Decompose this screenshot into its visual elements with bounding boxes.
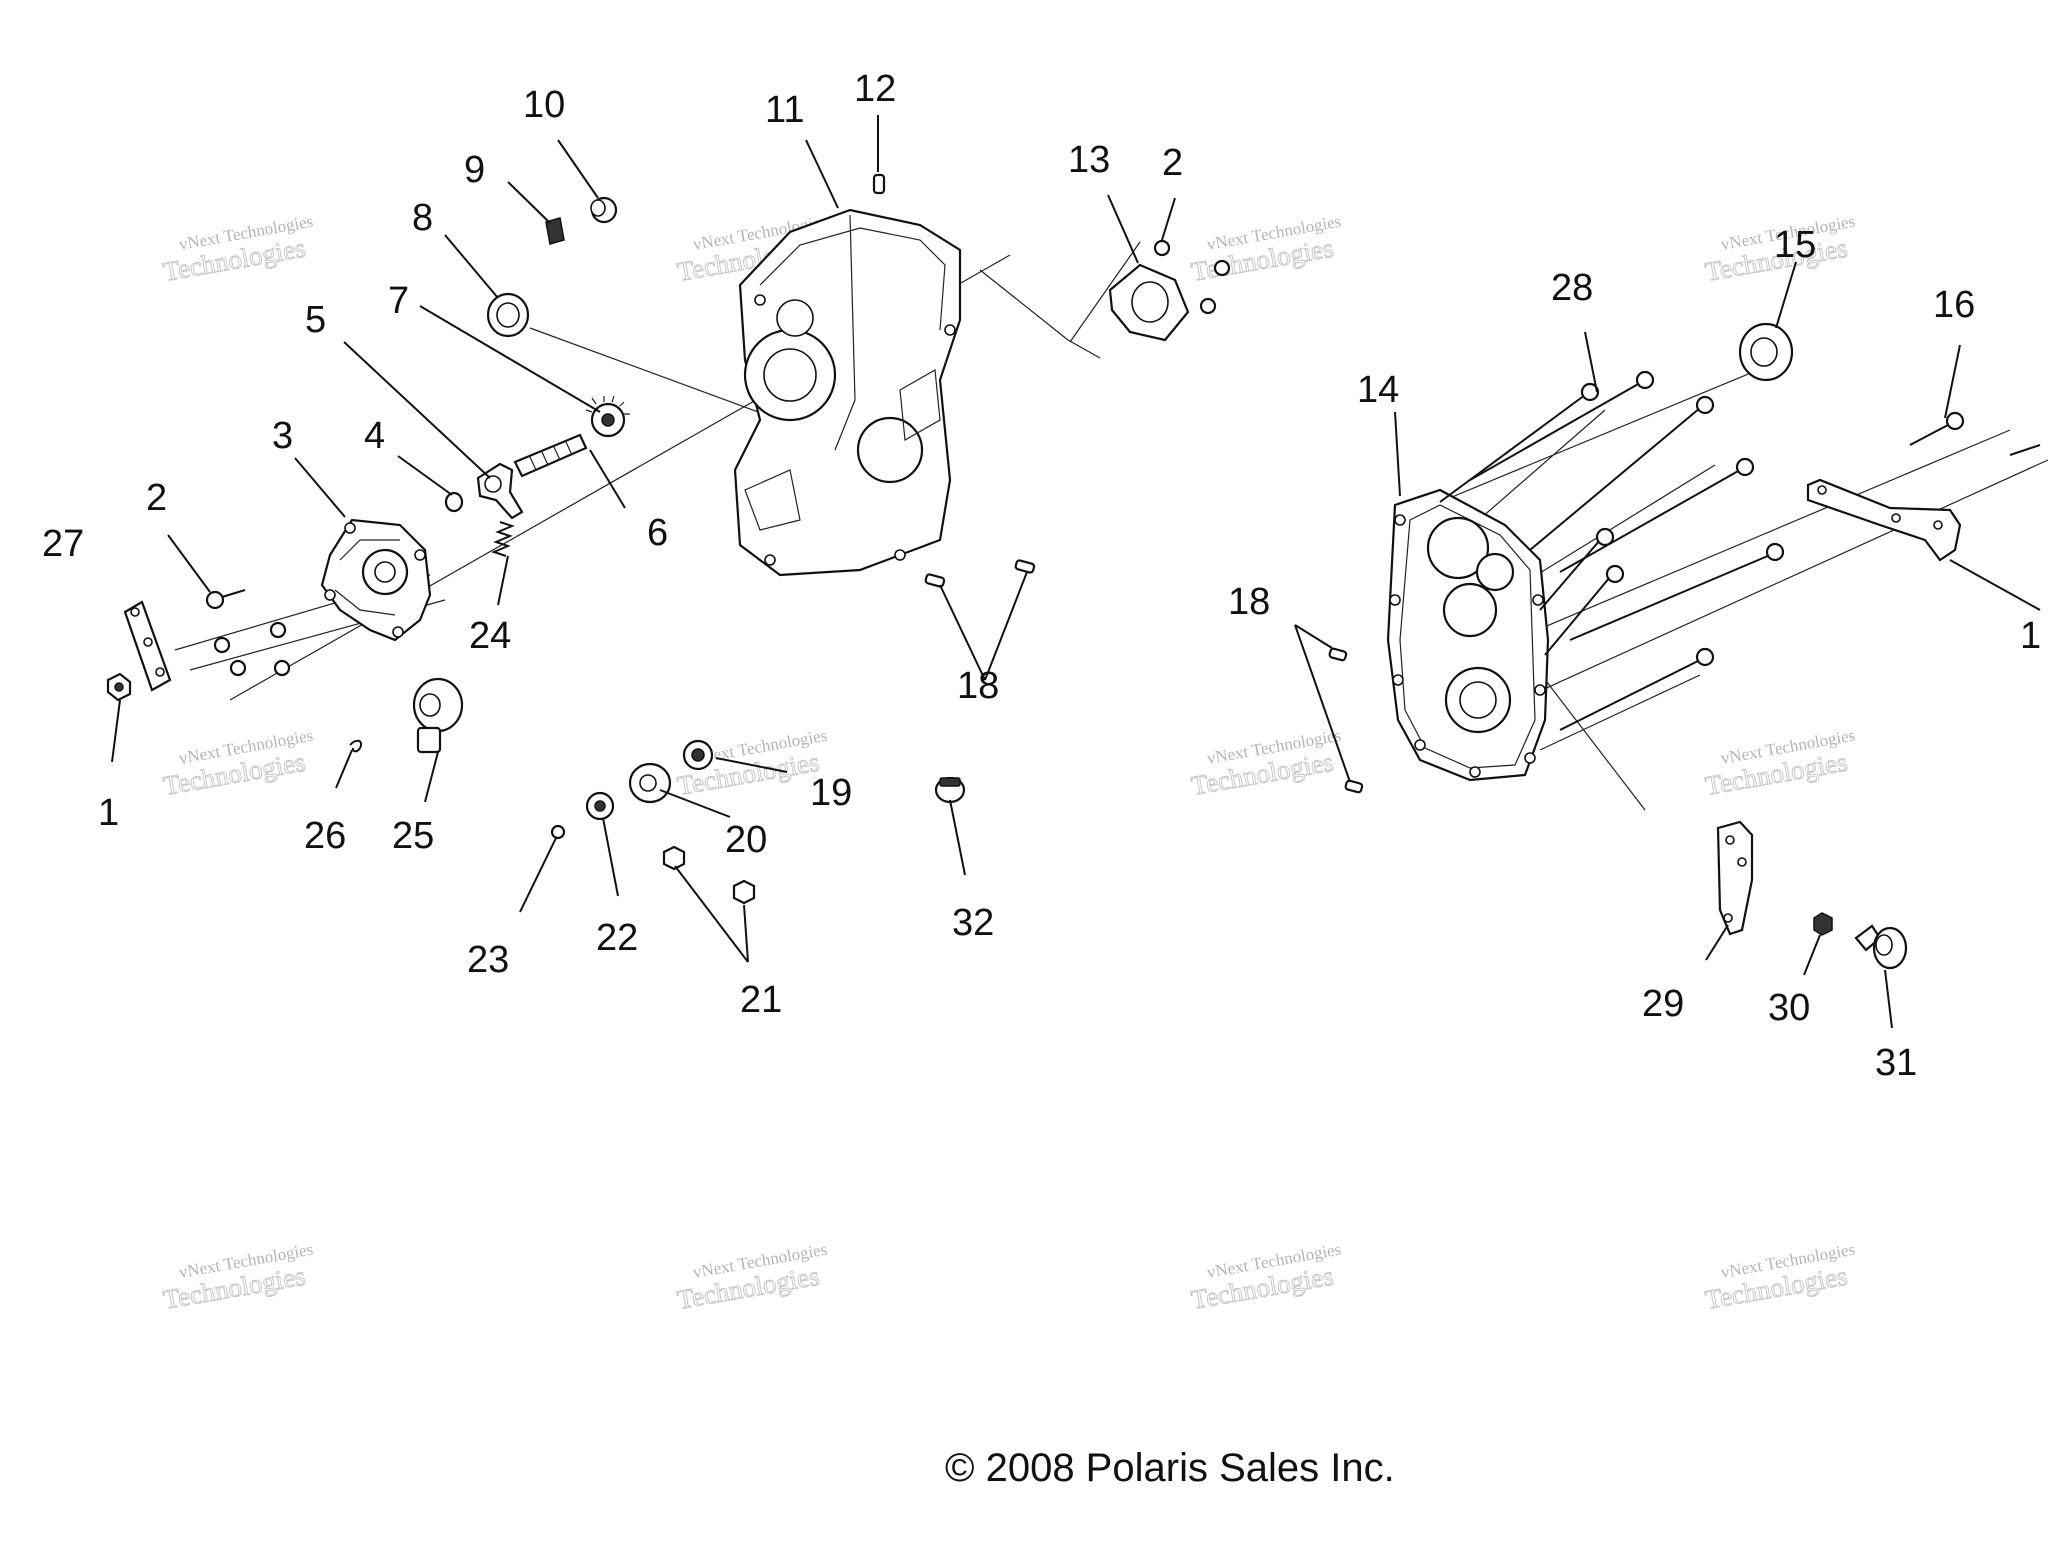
- callout-14: 14: [1357, 369, 1399, 411]
- part-25-actuator: [412, 677, 464, 754]
- callout-30: 30: [1768, 987, 1810, 1029]
- callout-20: 20: [725, 819, 767, 861]
- part-31-knob: [1854, 924, 1908, 970]
- part-21-nut: [662, 845, 756, 905]
- part-23-washer: [550, 824, 566, 840]
- watermark: vNext Technologies Technologies: [674, 1240, 828, 1316]
- leader-lines: [111, 115, 2041, 1029]
- part-27-plate: [123, 600, 172, 692]
- callout-18: 18: [957, 665, 999, 707]
- callout-5: 5: [305, 299, 326, 341]
- part-16-bolt: [1909, 411, 1965, 446]
- watermark: vNext Technologies Technologies: [160, 726, 314, 802]
- part-26-clip: [349, 739, 362, 753]
- watermark: vNext Technologies Technologies: [160, 212, 314, 288]
- part-17-bracket: [1806, 444, 2041, 562]
- callout-18: 18: [1228, 581, 1270, 623]
- callout-3: 3: [272, 415, 293, 457]
- part-24-spring: [491, 521, 515, 557]
- callout-1: 1: [98, 792, 119, 834]
- part-3-bolts: [213, 621, 291, 677]
- callout-9: 9: [464, 149, 485, 191]
- watermark: vNext Technologies Technologies: [1188, 726, 1342, 802]
- watermark: vNext Technologies Technologies: [160, 1240, 314, 1316]
- part-13-gasket: [1108, 263, 1190, 342]
- callout-23: 23: [467, 939, 509, 981]
- part-9-plate: [545, 217, 565, 245]
- callout-12: 12: [854, 68, 896, 110]
- part-7-gear: [585, 395, 630, 438]
- part-29-bracket: [1716, 820, 1754, 936]
- part-19-gear: [682, 739, 714, 771]
- callout-1: 1: [2020, 615, 2041, 657]
- callout-16: 16: [1933, 284, 1975, 326]
- assembly-axis-lines: [174, 241, 2048, 811]
- callout-32: 32: [952, 902, 994, 944]
- watermark: vNext Technologies Technologies: [1702, 1240, 1856, 1316]
- watermark: vNext Technologies Technologies: [1188, 1240, 1342, 1316]
- callout-8: 8: [412, 197, 433, 239]
- callout-25: 25: [392, 815, 434, 857]
- callout-19: 19: [810, 772, 852, 814]
- callout-22: 22: [596, 917, 638, 959]
- part-28-bolts: [1439, 370, 1785, 731]
- watermark: vNext Technologies Technologies: [1188, 212, 1342, 288]
- callout-7: 7: [388, 280, 409, 322]
- callout-13: 13: [1068, 139, 1110, 181]
- part-1-nut: [106, 672, 132, 702]
- callout-11: 11: [765, 89, 804, 131]
- part-14-cover: [1386, 488, 1550, 782]
- watermark-grid: vNext Technologies Technologies vNext Te…: [160, 212, 1856, 1316]
- callout-15: 15: [1774, 224, 1816, 266]
- callout-6: 6: [647, 512, 668, 554]
- watermark: vNext Technologies Technologies: [1702, 726, 1856, 802]
- part-8-seal: [486, 292, 530, 338]
- callout-31: 31: [1875, 1042, 1917, 1084]
- callout-2: 2: [146, 477, 167, 519]
- part-10-cap: [590, 196, 618, 224]
- callout-10: 10: [523, 84, 565, 126]
- callout-26: 26: [304, 815, 346, 857]
- part-30-nut: [1813, 912, 1833, 936]
- part-11-case: [733, 208, 962, 577]
- part-4-oring: [444, 491, 464, 513]
- callout-21: 21: [740, 979, 782, 1021]
- part-22-bearing: [585, 791, 615, 821]
- callout-27: 27: [42, 523, 84, 565]
- part-6-shaft: [513, 433, 588, 478]
- part-20-bearing: [628, 762, 672, 804]
- part-3-cover: [320, 518, 432, 642]
- part-12-pin: [872, 173, 886, 195]
- copyright-notice: © 2008 Polaris Sales Inc.: [945, 1446, 1395, 1490]
- part-32-plug: [934, 776, 966, 804]
- callout-29: 29: [1642, 983, 1684, 1025]
- callout-4: 4: [364, 415, 385, 457]
- callout-28: 28: [1551, 267, 1593, 309]
- part-18-pins: [924, 559, 1364, 794]
- callout-2: 2: [1162, 142, 1183, 184]
- part-2-bolt-right: [1153, 239, 1231, 315]
- part-15-seal: [1738, 322, 1794, 382]
- callout-labels: 1 1 2 2 3 4 5 6 7 8 9 10 11 12 13 14 15 …: [42, 68, 2041, 1084]
- part-2-bolt: [205, 589, 246, 610]
- callout-24: 24: [469, 615, 511, 657]
